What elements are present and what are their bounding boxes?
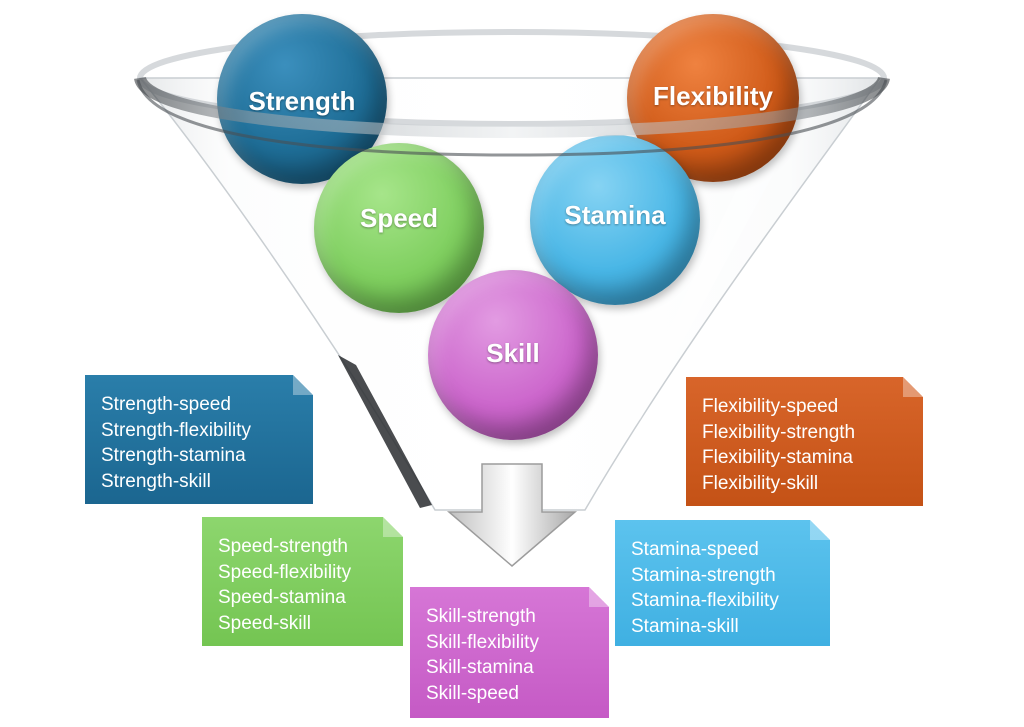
box-speed-item: Speed-skill	[218, 612, 311, 634]
box-stamina-item: Stamina-flexibility	[631, 590, 779, 611]
box-speed-item: Speed-stamina	[218, 587, 346, 608]
box-flexibility-item: Flexibility-speed	[702, 396, 839, 417]
box-flexibility-item: Flexibility-stamina	[702, 447, 853, 468]
box-flexibility: Flexibility-speed Flexibility-strength F…	[686, 377, 923, 506]
box-strength-item: Strength-stamina	[101, 445, 246, 466]
funnel-reflection-left	[338, 355, 432, 508]
box-skill-item: Skill-stamina	[426, 657, 534, 678]
ball-speed-label: Speed	[359, 202, 439, 233]
funnel-reflection-right	[630, 120, 800, 420]
box-stamina-item: Stamina-speed	[631, 539, 759, 560]
box-skill-item: Skill-speed	[426, 682, 519, 704]
box-flexibility-item: Flexibility-strength	[702, 421, 856, 443]
box-strength-item: Strength-skill	[101, 470, 211, 492]
box-stamina-item: Stamina-strength	[631, 564, 776, 586]
ball-strength-label: Strength	[248, 85, 356, 116]
ball-stamina: Stamina	[530, 135, 700, 305]
box-speed: Speed-strength Speed-flexibility Speed-s…	[202, 517, 403, 646]
box-skill: Skill-strength Skill-flexibility Skill-s…	[410, 587, 609, 718]
box-flexibility-item: Flexibility-skill	[702, 472, 819, 494]
box-speed-item: Speed-flexibility	[218, 561, 352, 583]
box-strength-item: Strength-speed	[101, 394, 231, 415]
ball-skill-label: Skill	[486, 337, 540, 368]
box-strength: Strength-speed Strength-flexibility Stre…	[85, 375, 313, 504]
ball-flexibility-label: Flexibility	[653, 80, 773, 111]
box-stamina: Stamina-speed Stamina-strength Stamina-f…	[615, 520, 830, 646]
box-skill-item: Skill-flexibility	[426, 631, 539, 653]
ball-skill: Skill	[428, 270, 598, 440]
box-speed-item: Speed-strength	[218, 536, 348, 557]
ball-speed: Speed	[314, 143, 484, 313]
ball-stamina-label: Stamina	[564, 199, 666, 230]
box-strength-item: Strength-flexibility	[101, 419, 251, 441]
box-stamina-item: Stamina-skill	[631, 615, 739, 637]
box-skill-item: Skill-strength	[426, 606, 536, 627]
